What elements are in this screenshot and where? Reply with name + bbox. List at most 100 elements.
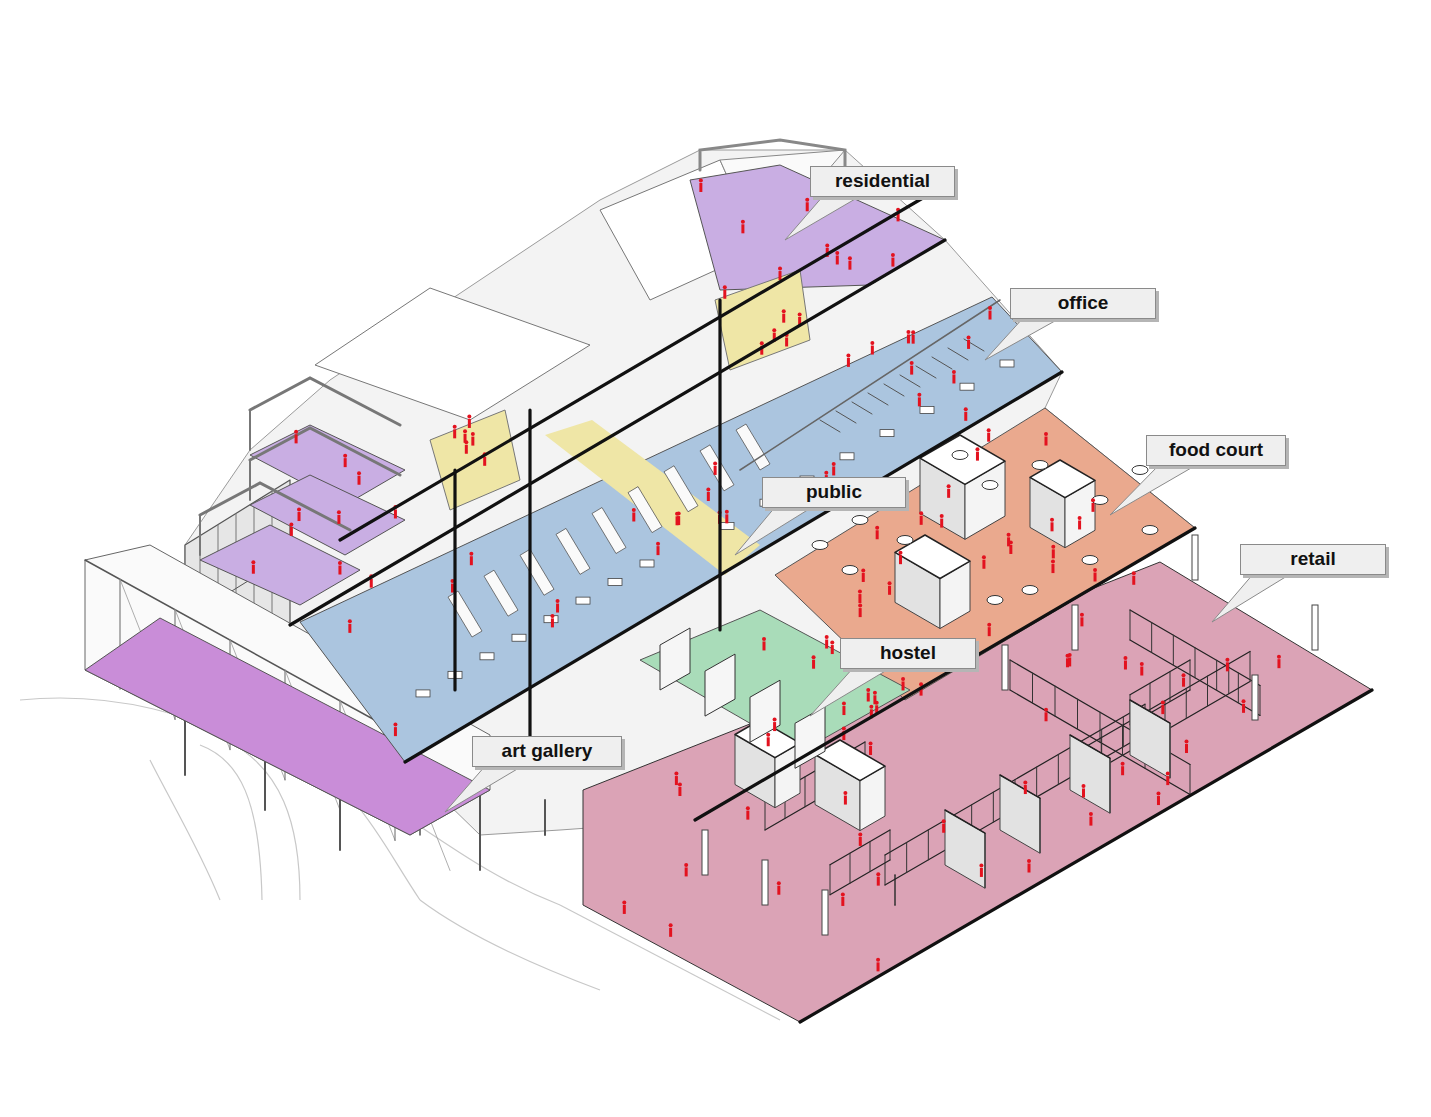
person-marker bbox=[1123, 656, 1127, 670]
person-body bbox=[1185, 744, 1188, 753]
stair-tread bbox=[948, 348, 968, 360]
person-head bbox=[706, 488, 710, 492]
person-marker bbox=[674, 772, 678, 786]
person-head bbox=[917, 393, 921, 397]
people-layer bbox=[251, 178, 1281, 971]
person-head bbox=[772, 328, 776, 332]
person-body bbox=[859, 608, 862, 617]
callout-box: art gallery bbox=[472, 736, 622, 767]
person-body bbox=[741, 224, 744, 233]
office-partition bbox=[664, 466, 698, 512]
person-marker bbox=[875, 526, 879, 540]
stair-tread bbox=[836, 411, 856, 423]
person-head bbox=[843, 791, 847, 795]
person-body bbox=[1166, 776, 1169, 785]
person-marker bbox=[987, 623, 991, 637]
person-body bbox=[1028, 864, 1031, 873]
person-marker bbox=[1007, 533, 1011, 547]
callout-box: food court bbox=[1146, 435, 1286, 466]
dining-table bbox=[982, 481, 998, 490]
person-head bbox=[1007, 533, 1011, 537]
column bbox=[822, 890, 828, 935]
person-body bbox=[988, 627, 991, 636]
person-marker bbox=[632, 508, 636, 522]
fence-post bbox=[1122, 725, 1123, 755]
person-head bbox=[1277, 655, 1281, 659]
person-marker bbox=[469, 552, 473, 566]
person-head bbox=[942, 819, 946, 823]
person-head bbox=[1044, 708, 1048, 712]
callout-box: office bbox=[1010, 288, 1156, 319]
person-body bbox=[877, 962, 880, 971]
person-marker bbox=[975, 447, 979, 461]
person-head bbox=[1121, 762, 1125, 766]
person-body bbox=[940, 519, 943, 528]
person-body bbox=[891, 258, 894, 267]
person-head bbox=[453, 425, 457, 429]
person-marker bbox=[1277, 655, 1281, 669]
person-marker bbox=[952, 370, 956, 384]
building-detail bbox=[200, 140, 1318, 935]
office-partition bbox=[736, 424, 770, 470]
callout-label: food court bbox=[1169, 439, 1263, 462]
person-head bbox=[746, 806, 750, 810]
person-marker bbox=[471, 432, 475, 446]
fence-post bbox=[885, 855, 886, 885]
glass-fence bbox=[885, 734, 1145, 885]
person-body bbox=[858, 594, 861, 603]
person-head bbox=[841, 892, 845, 896]
person-head bbox=[656, 542, 660, 546]
office-partition bbox=[520, 549, 554, 595]
person-marker bbox=[1091, 498, 1095, 512]
person-head bbox=[723, 285, 727, 289]
person-head bbox=[699, 178, 703, 182]
person-body bbox=[551, 618, 554, 627]
dining-table bbox=[852, 516, 868, 525]
person-marker bbox=[762, 637, 766, 651]
person-head bbox=[947, 484, 951, 488]
person-head bbox=[1082, 784, 1086, 788]
person-head bbox=[1242, 699, 1246, 703]
slab-edge bbox=[695, 528, 1195, 820]
person-marker bbox=[706, 488, 710, 502]
person-marker bbox=[967, 335, 971, 349]
person-head bbox=[622, 900, 626, 904]
person-marker bbox=[684, 863, 688, 877]
office-partition bbox=[448, 591, 482, 637]
person-head bbox=[674, 772, 678, 776]
retail-wall bbox=[1130, 700, 1170, 778]
person-head bbox=[469, 552, 473, 556]
person-body bbox=[676, 516, 679, 525]
column bbox=[702, 830, 708, 875]
slab-edge bbox=[405, 372, 1062, 762]
person-body bbox=[847, 358, 850, 367]
person-body bbox=[1226, 662, 1229, 671]
fence-post bbox=[1058, 754, 1059, 784]
person-body bbox=[871, 346, 874, 355]
person-body bbox=[777, 886, 780, 895]
person-marker bbox=[832, 462, 836, 476]
person-marker bbox=[843, 791, 847, 805]
person-body bbox=[825, 640, 828, 649]
person-body bbox=[714, 466, 717, 475]
fence-post bbox=[1207, 676, 1208, 706]
person-body bbox=[1161, 705, 1164, 714]
service-core bbox=[920, 435, 1005, 484]
person-head bbox=[842, 727, 846, 731]
person-marker bbox=[861, 568, 865, 582]
callout-pointer bbox=[1212, 573, 1292, 622]
person-head bbox=[1089, 812, 1093, 816]
person-marker bbox=[338, 561, 342, 575]
person-head bbox=[967, 335, 971, 339]
person-head bbox=[952, 370, 956, 374]
callout-pointer bbox=[985, 317, 1062, 360]
person-body bbox=[468, 419, 471, 428]
person-marker bbox=[825, 635, 829, 649]
person-head bbox=[632, 508, 636, 512]
person-head bbox=[684, 863, 688, 867]
person-head bbox=[678, 783, 682, 787]
person-body bbox=[746, 811, 749, 820]
person-head bbox=[1068, 653, 1072, 657]
person-body bbox=[964, 412, 967, 421]
person-body bbox=[1051, 522, 1054, 531]
